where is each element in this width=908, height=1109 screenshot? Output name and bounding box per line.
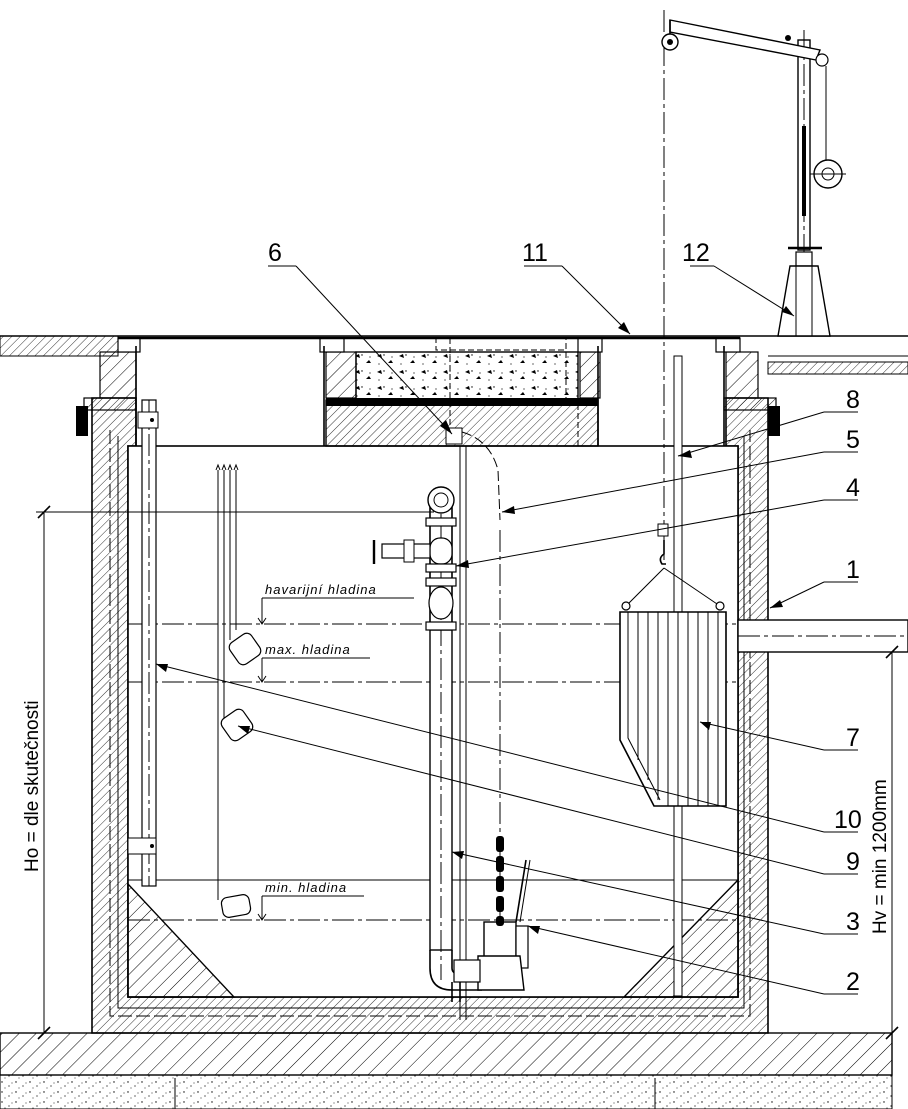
leader-lines — [155, 265, 858, 995]
float-switches — [215, 463, 262, 918]
guide-bar-assembly — [127, 399, 159, 887]
depth-dimension-label: Ho = dle skutečnosti — [22, 700, 43, 872]
access-shaft-left — [99, 337, 357, 446]
callout-6: 6 — [268, 239, 282, 267]
callout-2: 2 — [846, 968, 860, 996]
dimension-hv — [885, 645, 899, 1040]
callout-7: 7 — [846, 724, 860, 752]
inlet-height-dimension-label: Hv = min 1200mm — [870, 779, 891, 934]
callout-9: 9 — [846, 848, 860, 876]
callout-1: 1 — [846, 556, 860, 584]
callout-10: 10 — [834, 806, 862, 834]
callout-4: 4 — [846, 474, 860, 502]
callout-5: 5 — [846, 426, 860, 454]
davit-crane — [661, 19, 846, 337]
ground-surface — [0, 335, 908, 375]
cover-slab — [118, 336, 740, 447]
max-level-label: max. hladina — [265, 642, 351, 657]
callout-11: 11 — [522, 239, 548, 267]
discharge-pipe — [372, 446, 482, 1020]
inlet-pipe — [737, 619, 908, 653]
foundation-slab — [0, 1032, 893, 1109]
callout-12: 12 — [682, 239, 710, 267]
dimension-ho — [36, 505, 434, 1040]
leader-arrowheads — [156, 306, 794, 934]
screen-basket — [619, 601, 727, 807]
emergency-level-label: havarijní hladina — [265, 582, 377, 597]
min-level-label: min. hladina — [265, 880, 347, 895]
callout-3: 3 — [846, 908, 860, 936]
submersible-pump — [451, 859, 531, 1002]
callout-8: 8 — [846, 386, 860, 414]
